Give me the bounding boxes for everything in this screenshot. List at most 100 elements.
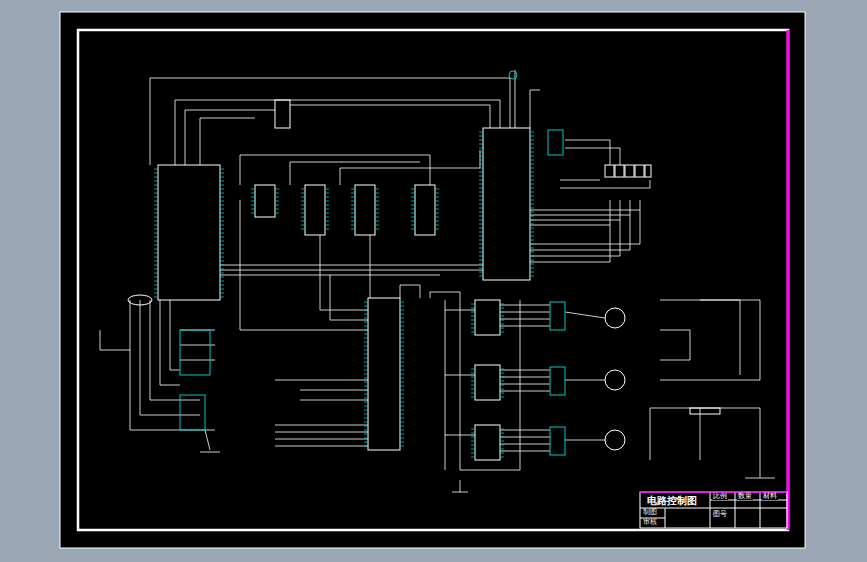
pin <box>154 213 158 214</box>
pin <box>411 217 415 218</box>
pin <box>479 220 483 221</box>
pin <box>471 437 475 438</box>
pin <box>411 209 415 210</box>
pin <box>435 221 439 222</box>
pin <box>479 248 483 249</box>
pin <box>364 350 368 351</box>
pin <box>530 148 534 149</box>
pin <box>400 354 404 355</box>
pin <box>530 140 534 141</box>
pin <box>500 320 504 321</box>
pin <box>500 304 504 305</box>
pin <box>471 377 475 378</box>
pin <box>479 180 483 181</box>
pin <box>220 245 224 246</box>
pin <box>154 269 158 270</box>
pin <box>479 228 483 229</box>
pin <box>351 209 355 210</box>
pin <box>530 192 534 193</box>
pin <box>364 306 368 307</box>
pin <box>154 205 158 206</box>
pin <box>364 330 368 331</box>
pin <box>220 169 224 170</box>
pin <box>301 189 305 190</box>
pin <box>154 297 158 298</box>
pin <box>500 437 504 438</box>
pin <box>530 272 534 273</box>
border <box>78 30 788 530</box>
pin <box>479 152 483 153</box>
pin <box>364 426 368 427</box>
border-edge <box>787 30 790 530</box>
pin <box>275 201 279 202</box>
pin <box>500 453 504 454</box>
pin <box>375 217 379 218</box>
pin <box>435 193 439 194</box>
pin <box>400 358 404 359</box>
pin <box>435 213 439 214</box>
pin <box>530 132 534 133</box>
pin <box>364 446 368 447</box>
pin <box>364 434 368 435</box>
pin <box>479 144 483 145</box>
pin <box>479 256 483 257</box>
pin <box>530 224 534 225</box>
pin <box>400 402 404 403</box>
pin <box>325 193 329 194</box>
pin <box>479 168 483 169</box>
pin <box>471 332 475 333</box>
pin <box>154 273 158 274</box>
pin <box>479 260 483 261</box>
pin <box>154 193 158 194</box>
pin <box>325 221 329 222</box>
pin <box>400 350 404 351</box>
pin <box>530 240 534 241</box>
pin <box>530 228 534 229</box>
pin <box>471 449 475 450</box>
pin <box>364 442 368 443</box>
pin <box>530 152 534 153</box>
pin <box>375 193 379 194</box>
pin <box>471 453 475 454</box>
display <box>605 165 651 177</box>
pin <box>375 213 379 214</box>
pin <box>251 209 255 210</box>
pin <box>435 197 439 198</box>
pin <box>500 457 504 458</box>
pin <box>530 156 534 157</box>
pin <box>251 197 255 198</box>
pin <box>364 346 368 347</box>
pin <box>220 197 224 198</box>
pin <box>400 342 404 343</box>
pin <box>479 264 483 265</box>
pin <box>154 225 158 226</box>
pin <box>471 381 475 382</box>
pin <box>411 221 415 222</box>
drawing-title: 电路控制图 <box>646 496 698 506</box>
pin <box>400 330 404 331</box>
pin <box>530 204 534 205</box>
pin <box>479 216 483 217</box>
pin <box>301 217 305 218</box>
pin <box>364 338 368 339</box>
pin <box>479 160 483 161</box>
pin <box>530 144 534 145</box>
sheet <box>60 12 805 548</box>
pin <box>364 362 368 363</box>
pin <box>220 181 224 182</box>
pin <box>351 197 355 198</box>
pin <box>301 197 305 198</box>
pin <box>220 285 224 286</box>
title-block-cell: 图号 <box>712 511 728 518</box>
pin <box>530 256 534 257</box>
pin <box>351 221 355 222</box>
pin <box>275 205 279 206</box>
pin <box>530 244 534 245</box>
pin <box>530 216 534 217</box>
pin <box>351 213 355 214</box>
pin <box>530 212 534 213</box>
motors <box>128 71 625 450</box>
pin <box>500 381 504 382</box>
pin <box>364 406 368 407</box>
